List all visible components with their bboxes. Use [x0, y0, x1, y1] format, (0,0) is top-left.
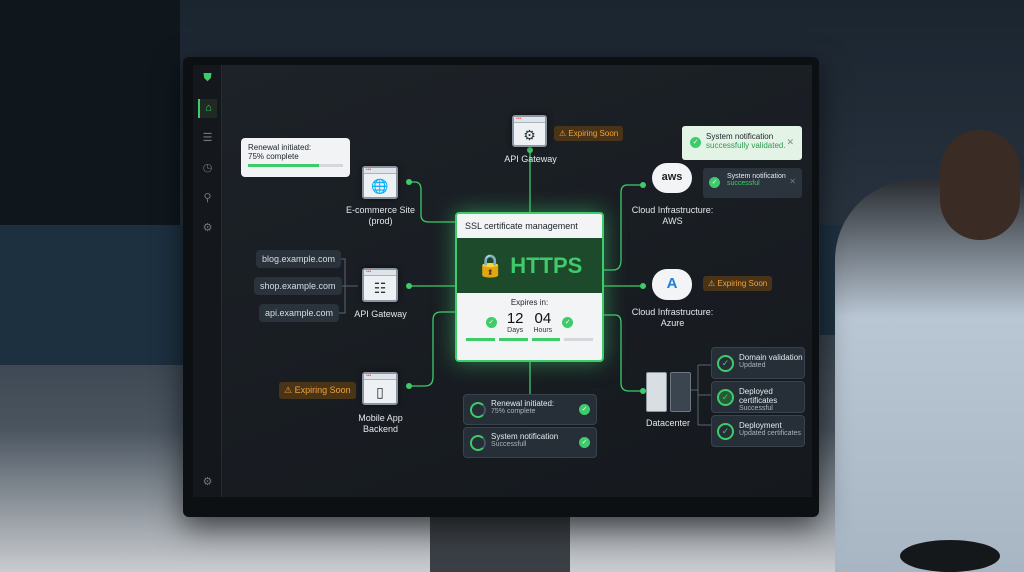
azure-label: Cloud Infrastructure:Azure — [631, 307, 714, 328]
server-rack — [0, 0, 180, 230]
person — [835, 180, 1024, 572]
hours-label: Hours — [533, 327, 553, 334]
list-icon[interactable]: ☰ — [202, 132, 213, 144]
expiring-badge-azure: ⚠ Expiring Soon — [703, 276, 773, 291]
notification-validated: ✓ System notification successfully valid… — [682, 126, 802, 160]
check-icon: ✓ — [579, 404, 590, 415]
https-banner: 🔒 HTTPS — [457, 238, 602, 293]
close-icon[interactable]: ✕ — [786, 137, 794, 147]
check-circle-icon: ✓ — [717, 423, 734, 440]
days-value: 12 — [506, 310, 524, 327]
background-monitor — [0, 225, 185, 365]
gear-lock-icon: ⚙ — [523, 127, 536, 143]
sliders-icon: ☷ — [373, 280, 387, 296]
tooltip-line1: Renewal initiated: — [248, 143, 312, 152]
home-icon[interactable]: ⌂ — [198, 99, 217, 118]
ssl-title: SSL certificate management — [465, 221, 578, 231]
domain-api[interactable]: api.example.com — [259, 304, 340, 322]
domain-blog[interactable]: blog.example.com — [256, 250, 342, 268]
mouse — [900, 540, 1000, 572]
gear-icon[interactable]: ⚙ — [202, 222, 213, 234]
check-circle-icon: ✓ — [717, 389, 734, 406]
aws-cloud-icon[interactable]: aws — [652, 163, 692, 193]
check-icon: ✓ — [690, 137, 701, 148]
domain-shop[interactable]: shop.example.com — [254, 277, 342, 295]
days-label: Days — [507, 327, 524, 334]
api-gateway-top-node[interactable]: •••⚙ — [512, 115, 547, 147]
check-circle-icon: ✓ — [717, 355, 734, 372]
sidebar: ⛊ ⌂ ☰ ◷ ⚲ ⚙ ⚙ — [193, 65, 222, 497]
phone-icon: ▯ — [376, 384, 384, 400]
check-icon: ✓ — [579, 437, 590, 448]
connection-lines — [335, 147, 711, 426]
ecommerce-label: E-commerce Site(prod) — [345, 205, 416, 226]
screen: ⛊ ⌂ ☰ ◷ ⚲ ⚙ ⚙ Renewal initiated: 75% com… — [193, 65, 812, 497]
person-head — [940, 130, 1020, 240]
status-card-renewal: Renewal initiated:75% complete ✓ — [463, 394, 597, 425]
tooltip-line2: 75% complete — [248, 152, 299, 161]
expires-label: Expires in: — [510, 298, 549, 307]
check-icon: ✓ — [485, 316, 497, 328]
user-icon[interactable]: ⚲ — [203, 192, 212, 204]
hours-value: 04 — [534, 310, 552, 327]
settings-gear-icon[interactable]: ⚙ — [202, 476, 213, 488]
clock-icon[interactable]: ◷ — [202, 162, 213, 174]
shield-icon: ⛊ — [203, 72, 212, 84]
progress-ring-icon — [470, 402, 486, 418]
datacenter-label: Datacenter — [645, 418, 691, 428]
expiring-badge-top: ⚠ Expiring Soon — [554, 126, 624, 141]
monitor-stand — [430, 515, 570, 572]
progress-ring-icon — [470, 435, 486, 451]
ssl-card: SSL certificate management 🔒 HTTPS Expir… — [455, 212, 604, 362]
check-icon: ✓ — [709, 177, 720, 188]
expiry-progress — [457, 334, 602, 345]
api-gateway-left-node[interactable]: •••☷ — [362, 268, 398, 302]
datacenter-icon[interactable] — [646, 372, 691, 412]
renewal-progress-bar — [248, 164, 343, 167]
notification-successful: ✓ System notification successful ✕ — [703, 168, 802, 198]
api-gateway-left-label: API Gateway — [354, 309, 407, 319]
lock-icon: 🔒 — [476, 253, 505, 278]
ecommerce-node[interactable]: •••🌐 — [362, 166, 398, 199]
renewal-tooltip: Renewal initiated: 75% complete — [241, 138, 350, 177]
api-gateway-top-label: API Gateway — [504, 154, 557, 164]
close-icon[interactable]: ✕ — [789, 177, 796, 186]
aws-label: Cloud Infrastructure:AWS — [631, 205, 714, 226]
globe-icon: 🌐 — [371, 178, 389, 194]
expiring-badge-mobile: ⚠ Expiring Soon — [279, 382, 356, 399]
azure-cloud-icon[interactable]: A — [652, 269, 692, 300]
mobile-node[interactable]: •••▯ — [362, 372, 398, 405]
check-icon: ✓ — [562, 316, 574, 328]
